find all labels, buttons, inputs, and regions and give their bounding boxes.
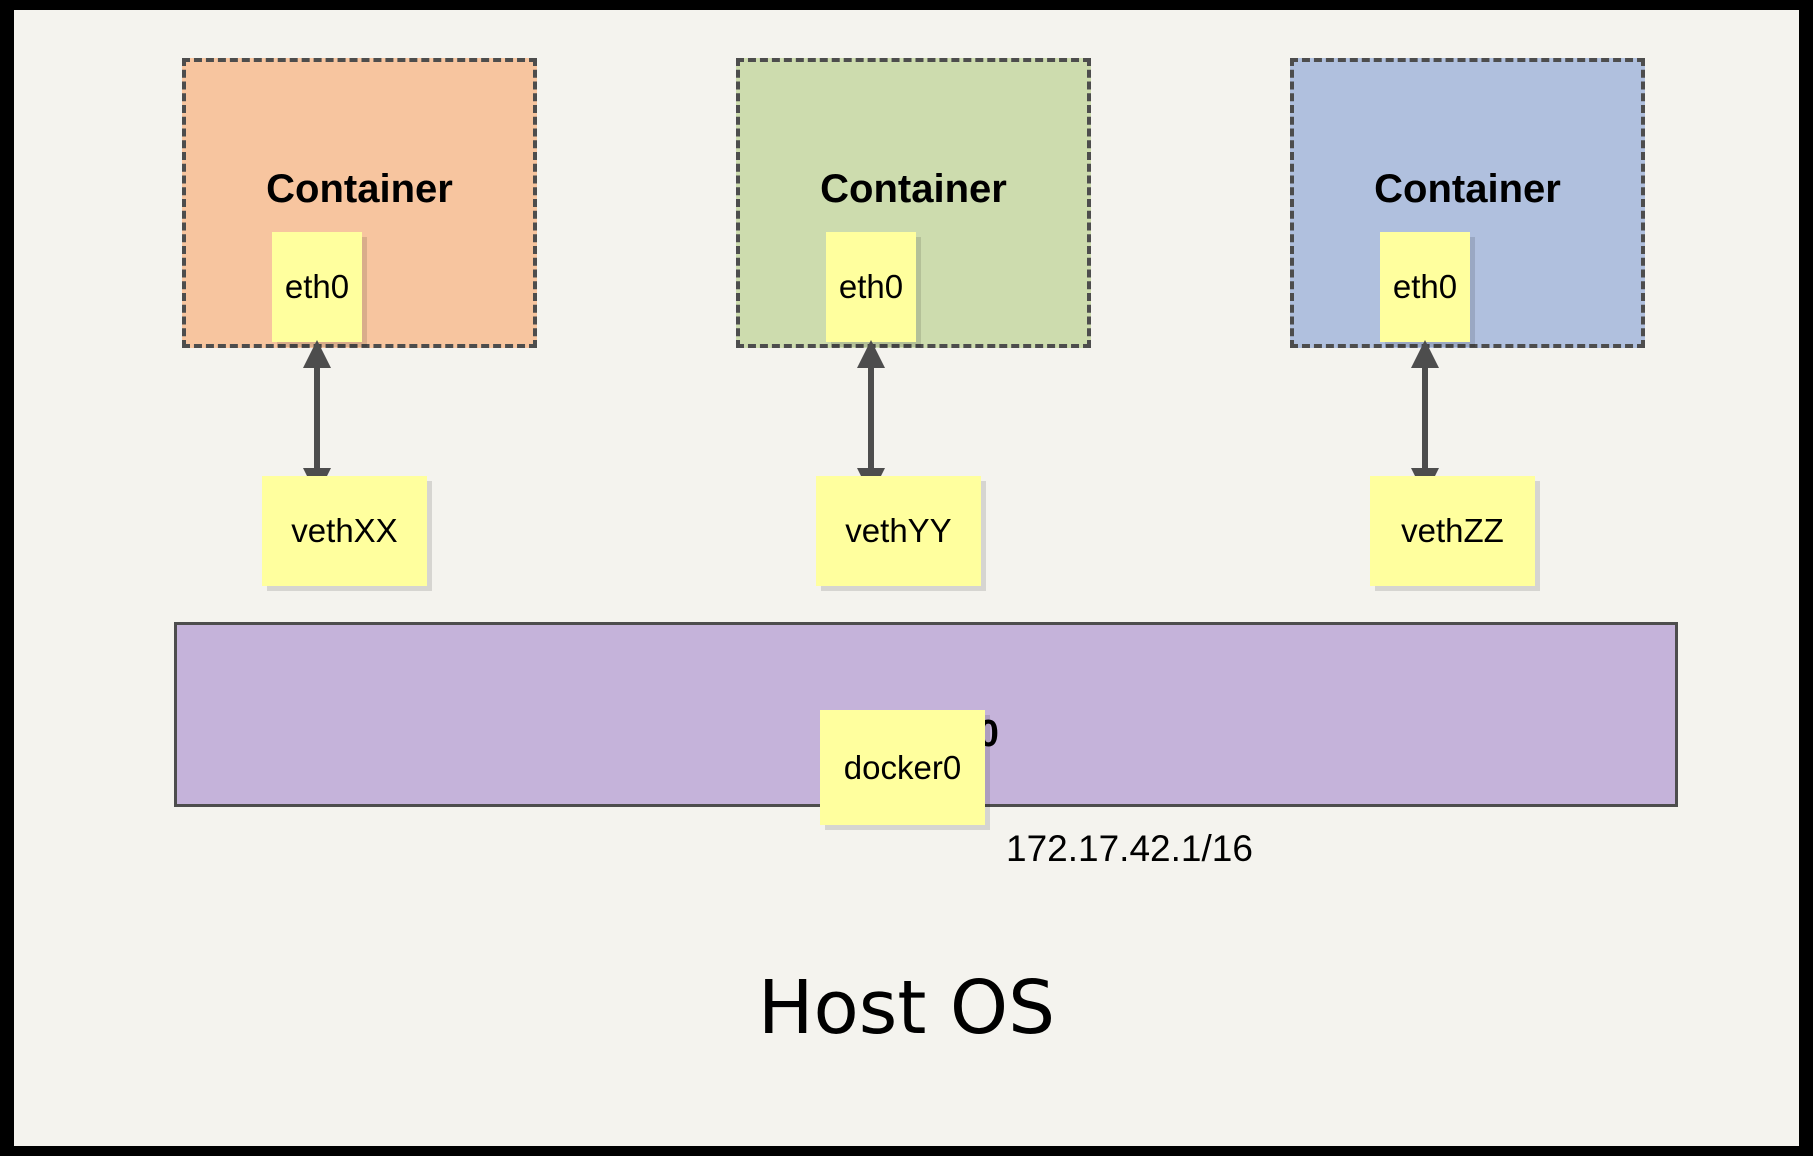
container-title-3: Container	[1374, 167, 1561, 211]
eth0-interface-box-1: eth0	[272, 232, 362, 342]
eth0-label-1: eth0	[284, 268, 350, 305]
veth-box-2: vethYY	[816, 476, 981, 586]
veth-label-1: vethXX	[291, 512, 398, 549]
docker0-ip-address: 172.17.42.1/16	[1006, 828, 1253, 869]
veth-label-2: vethYY	[845, 512, 952, 549]
eth0-label-3: eth0	[1392, 268, 1458, 305]
eth0-label-2: eth0	[838, 268, 904, 305]
docker0-interface-label: docker0	[843, 748, 962, 786]
host-os-title: Host OS	[757, 965, 1056, 1051]
veth-link-arrow-3	[1411, 340, 1439, 496]
eth0-interface-box-2: eth0	[826, 232, 916, 342]
veth-box-3: vethZZ	[1370, 476, 1535, 586]
eth0-interface-box-3: eth0	[1380, 232, 1470, 342]
container-title-2: Container	[820, 167, 1007, 211]
veth-link-arrow-2	[857, 340, 885, 496]
veth-label-3: vethZZ	[1401, 512, 1504, 549]
veth-link-arrow-1	[303, 340, 331, 496]
docker0-interface-box: docker0	[820, 710, 985, 825]
host-os-panel: Container Container Container eth0 eth0 …	[14, 10, 1799, 1146]
veth-box-1: vethXX	[262, 476, 427, 586]
container-title-1: Container	[266, 167, 453, 211]
